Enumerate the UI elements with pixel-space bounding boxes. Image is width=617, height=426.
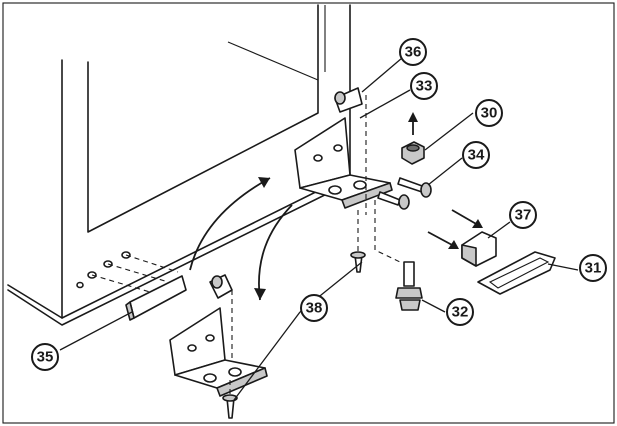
callout-32: 32 [446,298,474,326]
callout-35: 35 [31,343,59,371]
nut-30 [401,112,425,165]
callout-38-label: 38 [306,300,323,317]
cover-cap-37 [427,209,497,267]
move-arrows [189,177,293,301]
callout-31-label: 31 [585,260,602,277]
cover-strip-35 [125,275,187,321]
callout-34-label: 34 [468,147,485,164]
callout-37-label: 37 [515,207,532,224]
handle-part-31 [477,251,556,295]
callout-36: 36 [399,38,427,66]
screw-38-upper [350,210,366,273]
callout-31: 31 [579,254,607,282]
callout-36-label: 36 [405,44,422,61]
callout-30: 30 [475,99,503,127]
callout-34: 34 [462,141,490,169]
lower-hinge-bracket [169,274,268,397]
cabinet-body [7,4,356,326]
callout-38: 38 [300,294,328,322]
callout-37: 37 [509,201,537,229]
adjustable-foot-32 [374,200,423,311]
callout-33: 33 [410,72,438,100]
screw-left [377,191,410,210]
callout-35-label: 35 [37,349,54,366]
callout-30-label: 30 [481,105,498,122]
hinge-bracket-33 [294,117,393,209]
screw-34 [397,177,432,198]
screw-38-lower [222,380,238,419]
callout-33-label: 33 [416,78,433,95]
hinge-pin-36 [334,87,367,215]
callout-32-label: 32 [452,304,469,321]
